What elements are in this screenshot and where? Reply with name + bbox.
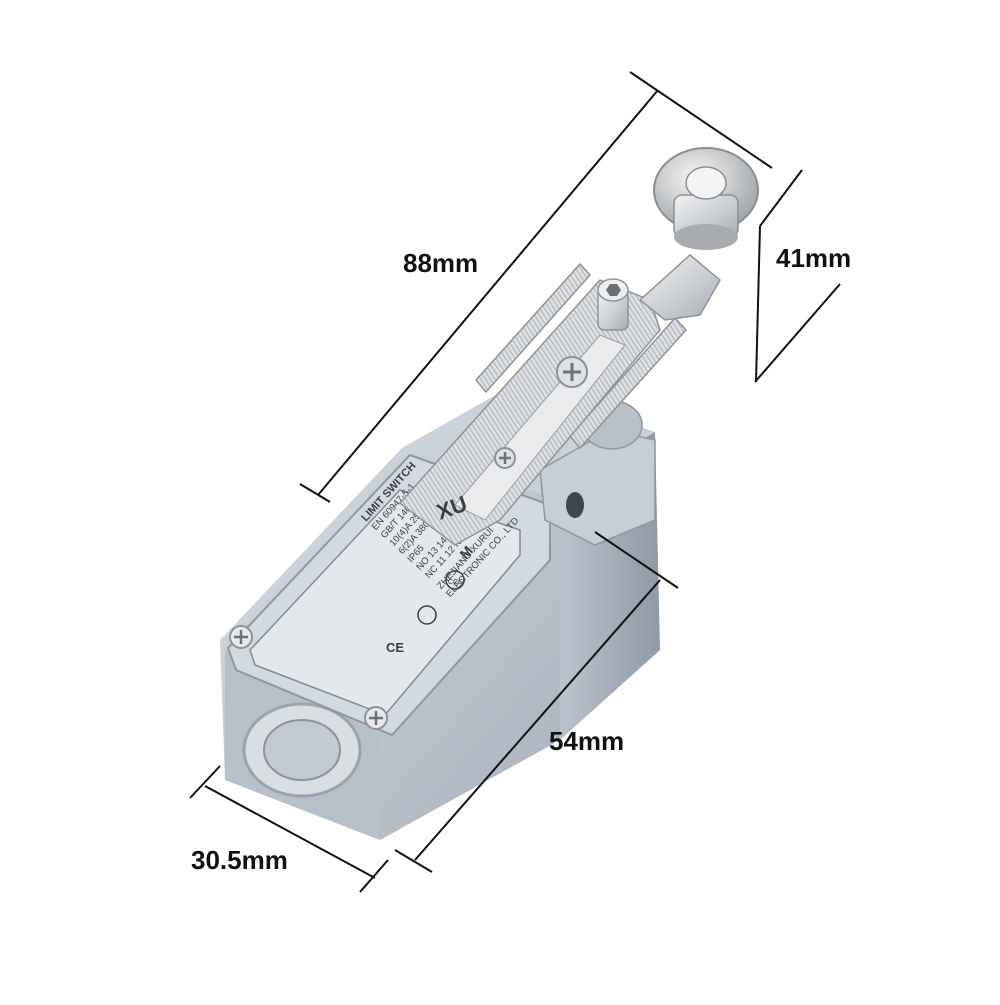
rating-mark (417, 605, 437, 625)
dimension-label-body-length: 54mm (549, 726, 625, 756)
head-slot (566, 492, 584, 518)
screw-bottom-right (364, 706, 388, 730)
dim-305-line (204, 785, 376, 879)
dim-88-line (317, 89, 659, 496)
dimension-label-lever-height: 41mm (776, 243, 852, 273)
dimension-label-overall-length: 88mm (403, 248, 479, 278)
lever-arm-right (569, 316, 688, 450)
screw-top-left (229, 625, 253, 649)
lever-arm-left (475, 262, 592, 394)
ccc-mark (445, 570, 465, 590)
lever-pivot-screw (494, 447, 516, 469)
roller-wheel (653, 147, 759, 250)
dim-54-line (414, 579, 661, 861)
roller-arm (638, 254, 721, 321)
nameplate (249, 489, 521, 716)
hex-socket-bolt (597, 278, 629, 331)
dimension-label-body-width: 30.5mm (191, 845, 288, 875)
conduit-hole (263, 719, 341, 781)
ce-mark: CE (386, 640, 404, 655)
dimension-lines (189, 71, 841, 893)
ccc-mark-text: CCC (448, 579, 463, 586)
dim-41-line (755, 225, 761, 383)
lever-clamp-screw (556, 356, 588, 388)
